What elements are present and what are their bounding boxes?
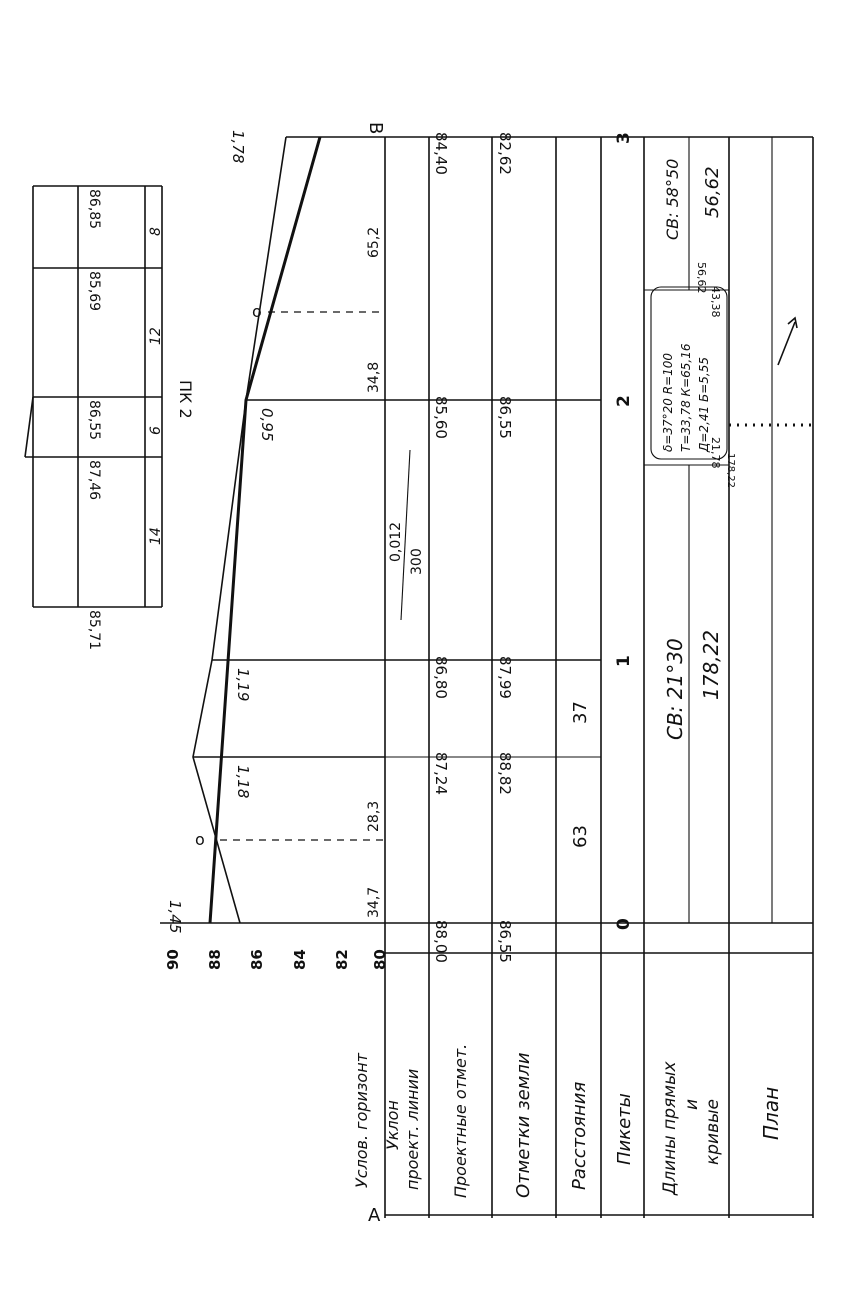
scale-tick: 88 bbox=[206, 949, 224, 970]
curve-start-pk: 178,22 bbox=[725, 453, 736, 488]
labels: А В Услов. горизонт Уклон проект. линии … bbox=[86, 122, 783, 1226]
straight-length: 178,22 bbox=[699, 630, 723, 700]
row-label-distances: Расстояния bbox=[569, 1082, 590, 1190]
ground-elevation: 86,55 bbox=[496, 396, 514, 439]
cross-section bbox=[24, 185, 163, 608]
row-label-lengths: Длины прямых bbox=[660, 1060, 680, 1196]
cross-distance: 8 bbox=[148, 227, 164, 236]
cross-elevation: 86,85 bbox=[86, 189, 102, 229]
row-label-lengths-3: кривые bbox=[703, 1099, 723, 1165]
slope-value: 0,012 bbox=[388, 522, 404, 562]
curve-params: δ=37°20 R=100 bbox=[661, 353, 675, 452]
picket-number: 0 bbox=[614, 918, 634, 930]
end-label-a: А bbox=[368, 1205, 381, 1226]
design-line bbox=[208, 136, 322, 924]
curve-start-pk: 21,78 bbox=[709, 437, 722, 469]
depth-label: 1,45 bbox=[166, 900, 184, 933]
design-elevation: 88,00 bbox=[432, 920, 450, 963]
cross-elevation: 86,55 bbox=[86, 400, 102, 440]
design-elevation: 85,60 bbox=[432, 396, 450, 439]
row-label-design: Проектные отмет. bbox=[451, 1044, 470, 1198]
slope-sign bbox=[400, 449, 411, 621]
segment-distance: 34,8 bbox=[366, 362, 382, 393]
row-label-ground: Отметки земли bbox=[513, 1052, 534, 1198]
scale-tick: 80 bbox=[371, 949, 389, 970]
design-elevation: 86,80 bbox=[432, 656, 450, 699]
scale-tick: 86 bbox=[248, 949, 266, 970]
cross-elevation: 85,71 bbox=[86, 610, 102, 650]
distance-value: 37 bbox=[570, 701, 591, 724]
scale-tick: 90 bbox=[164, 949, 182, 970]
curve-end-pk: 56,62 bbox=[695, 262, 708, 294]
ground-elevation: 82,62 bbox=[496, 132, 514, 175]
cross-section-label: ПК 2 bbox=[176, 380, 195, 419]
straight-bearing: СВ: 21°30 bbox=[663, 638, 687, 740]
depth-label: 1,78 bbox=[229, 130, 247, 163]
zero-point-mark: о bbox=[252, 302, 262, 321]
segment-distance: 34,7 bbox=[366, 887, 382, 918]
straight-bearing: СВ: 58°50 bbox=[663, 159, 682, 240]
plan-symbols bbox=[650, 286, 813, 460]
ground-line bbox=[192, 136, 287, 924]
row-label-horizon: Услов. горизонт bbox=[352, 1052, 371, 1188]
depth-label: 1,19 bbox=[234, 668, 252, 701]
curve-params: T=33,78 К=65,16 bbox=[679, 343, 693, 452]
depth-label: 1,18 bbox=[234, 765, 252, 798]
row-label-lengths-2: и bbox=[682, 1099, 702, 1110]
picket-number: 2 bbox=[614, 395, 634, 407]
curve-params: Д=2,41 Б=5,55 bbox=[697, 357, 711, 453]
design-elevation: 84,40 bbox=[432, 132, 450, 175]
distance-value: 63 bbox=[570, 825, 591, 848]
ground-elevation: 88,82 bbox=[496, 752, 514, 795]
curve-elements-box bbox=[650, 286, 728, 460]
row-label-plan: План bbox=[759, 1087, 783, 1140]
cross-distance: 14 bbox=[148, 527, 164, 545]
profile-graph bbox=[160, 136, 411, 924]
cross-distance: 6 bbox=[148, 426, 164, 435]
cross-elevation: 87,46 bbox=[86, 460, 102, 500]
row-label-pickets: Пикеты bbox=[614, 1093, 635, 1165]
design-elevation: 87,24 bbox=[432, 752, 450, 795]
curve-end-pk: 43,38 bbox=[709, 286, 722, 318]
depth-label: 0,95 bbox=[258, 408, 276, 441]
ground-elevation: 87,99 bbox=[496, 656, 514, 699]
table-grid bbox=[384, 136, 814, 1218]
segment-distance: 65,2 bbox=[366, 227, 382, 258]
end-label-b: В bbox=[365, 122, 386, 134]
straight-length: 56,62 bbox=[702, 166, 723, 218]
segment-distance: 28,3 bbox=[366, 801, 382, 832]
row-label-slope-2: проект. линии bbox=[403, 1069, 422, 1190]
slope-length: 300 bbox=[409, 548, 425, 575]
north-arrow-icon bbox=[777, 321, 796, 366]
picket-number: 1 bbox=[614, 655, 634, 667]
ground-elevation: 86,55 bbox=[496, 920, 514, 963]
scale-tick: 82 bbox=[333, 949, 351, 970]
cross-elevation: 85,69 bbox=[86, 271, 102, 311]
zero-point-mark: о bbox=[195, 830, 205, 849]
cross-distance: 12 bbox=[148, 327, 164, 345]
row-label-slope: Уклон bbox=[383, 1100, 402, 1150]
scale-tick: 84 bbox=[291, 949, 309, 970]
picket-number: 3 bbox=[614, 132, 634, 144]
